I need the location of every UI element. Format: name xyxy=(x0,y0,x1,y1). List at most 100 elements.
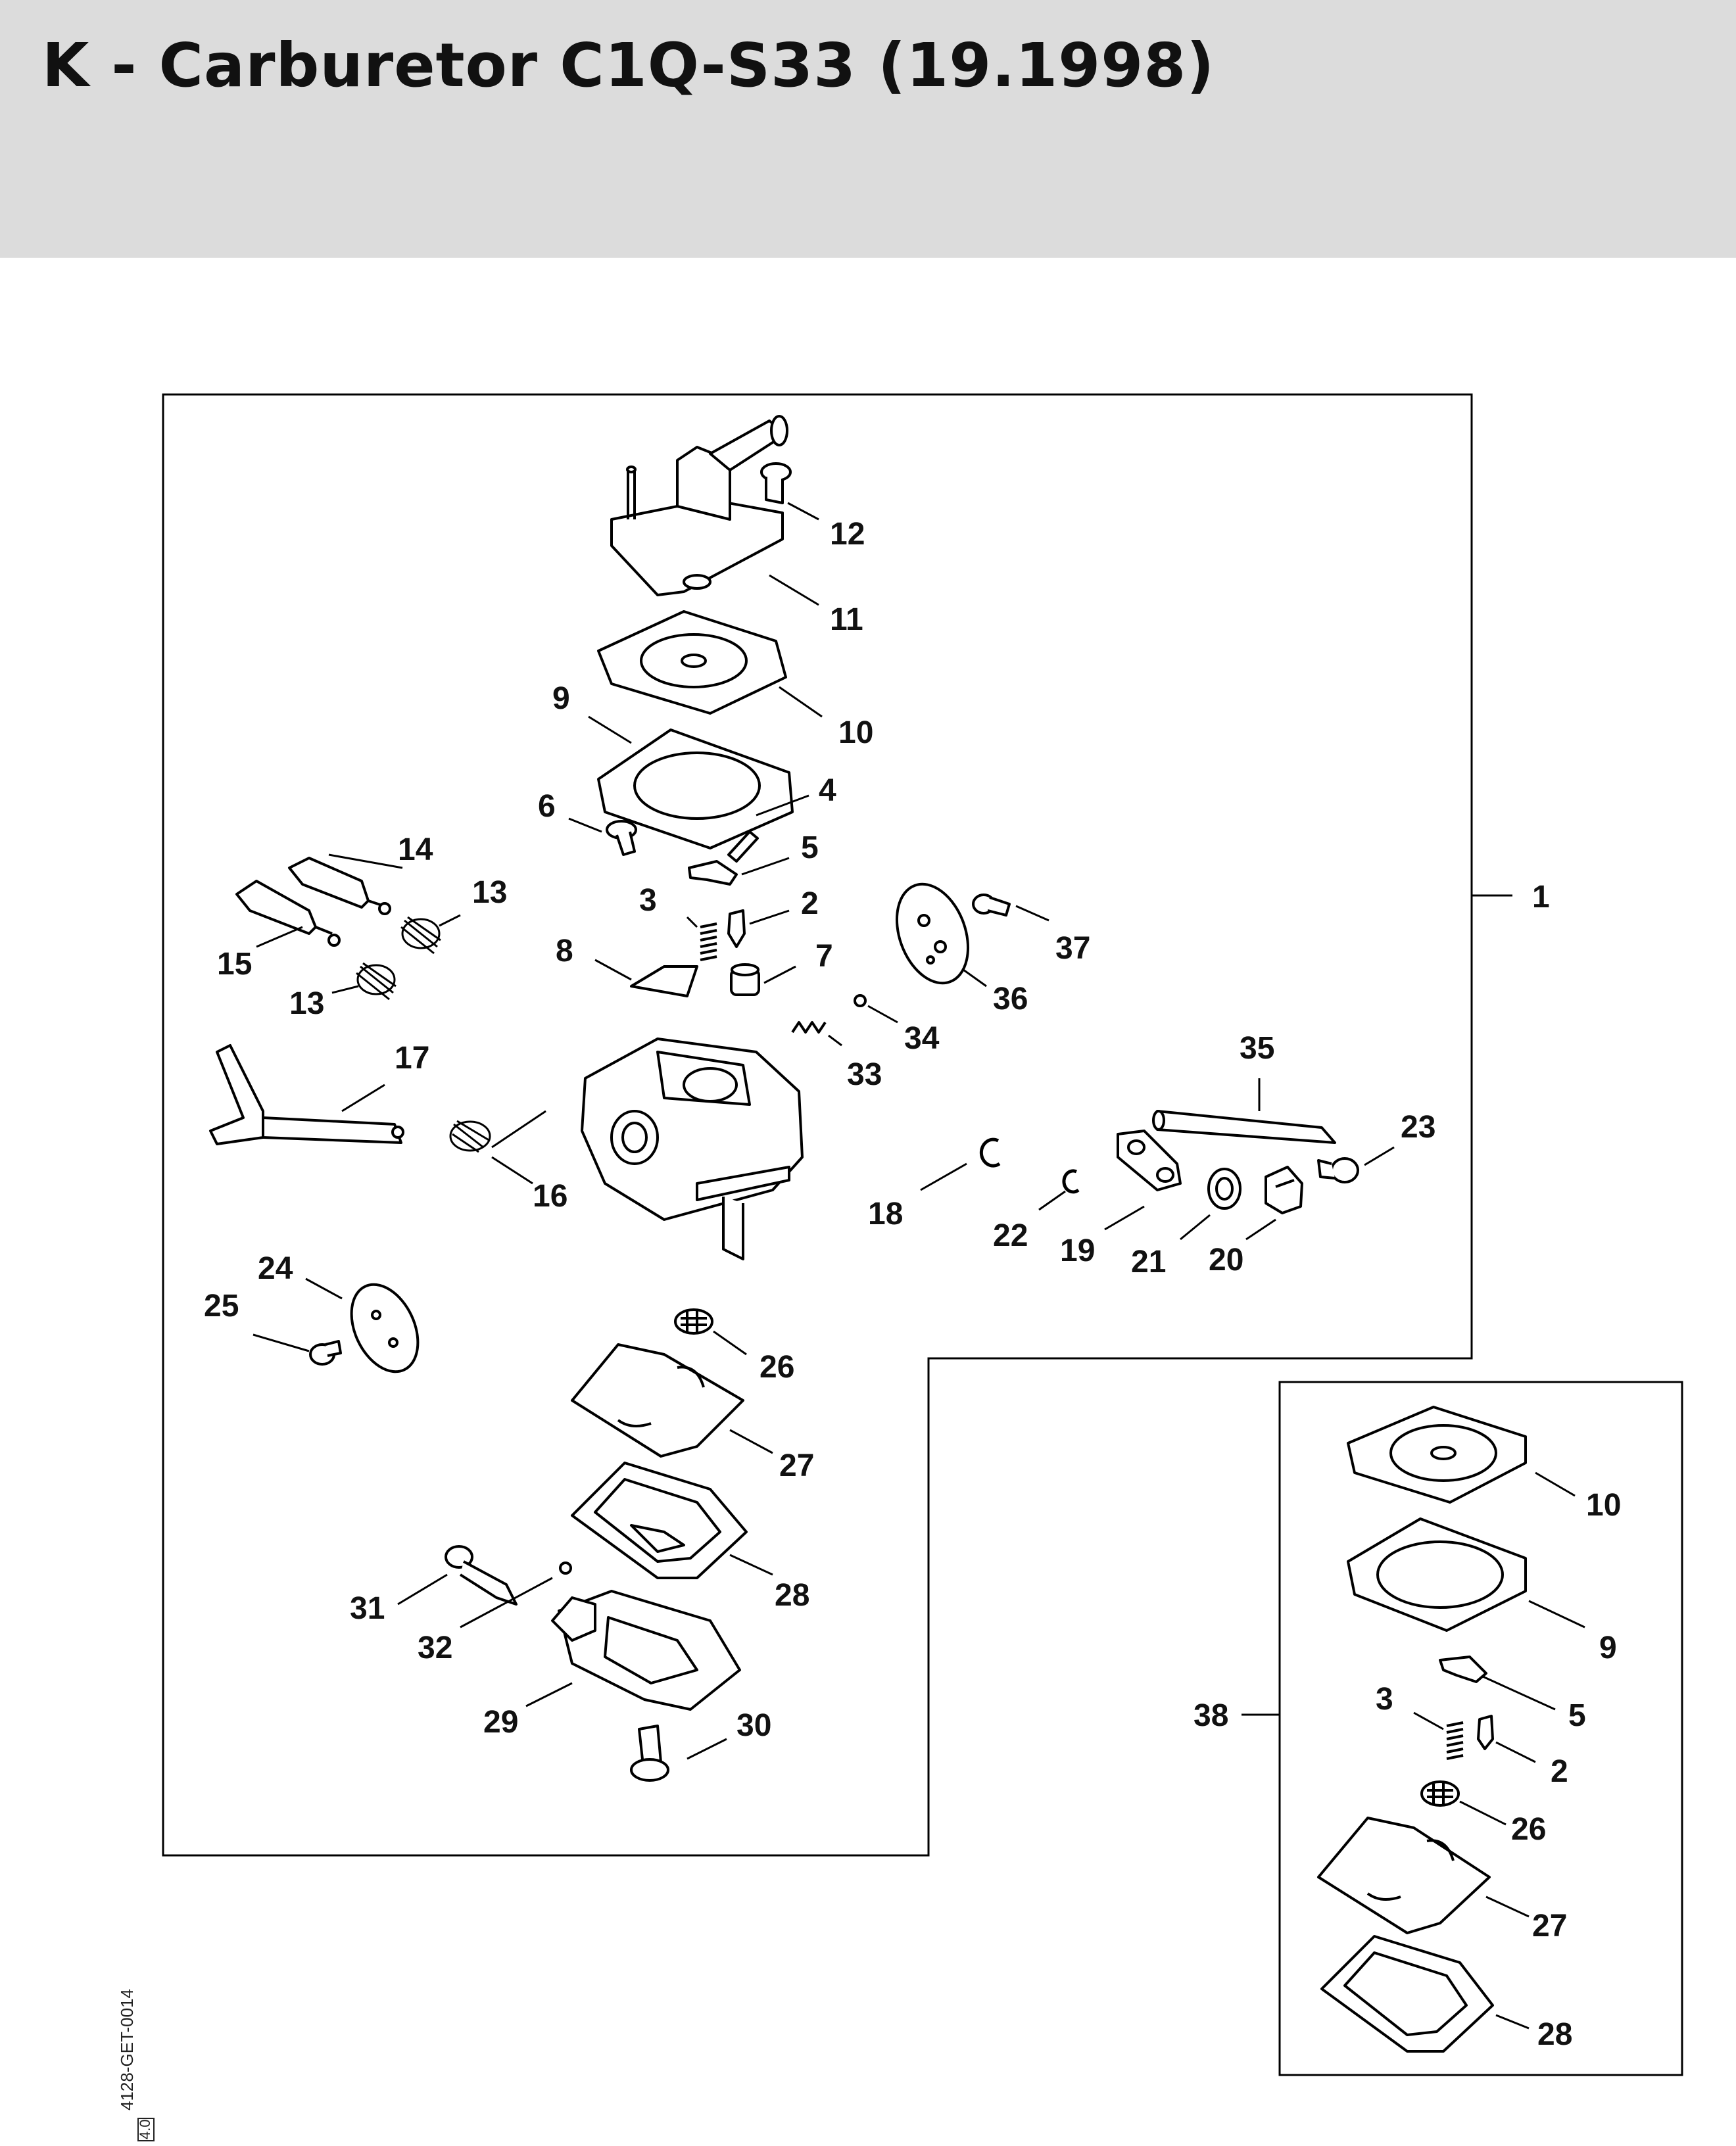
part-15-needle xyxy=(235,880,341,947)
part-17-lever xyxy=(209,1044,404,1145)
callout-7: 7 xyxy=(815,939,833,974)
part-10-diaphragm xyxy=(597,610,787,715)
reference-version: 4.0 xyxy=(137,2119,153,2139)
callout-6: 6 xyxy=(538,789,556,824)
callout-31: 31 xyxy=(350,1591,385,1626)
part-9-gasket xyxy=(597,728,794,849)
carburetor-body xyxy=(581,1037,804,1260)
reference-code-block: 4128-GET-0014 4.0 xyxy=(117,1989,155,2141)
header-band xyxy=(0,0,1736,258)
callout-30: 30 xyxy=(736,1708,771,1743)
callout-28: 28 xyxy=(775,1578,809,1613)
reference-code: 4128-GET-0014 xyxy=(117,1989,137,2110)
kit-frame xyxy=(1278,1381,1683,2076)
callout-37: 37 xyxy=(1055,931,1090,966)
callout-1: 1 xyxy=(1532,880,1550,915)
part-31-screw xyxy=(445,1545,518,1606)
callout-21: 21 xyxy=(1131,1245,1166,1279)
callout-25: 25 xyxy=(204,1289,239,1323)
callout-16: 16 xyxy=(533,1179,567,1214)
part-28-gasket xyxy=(571,1462,748,1579)
callout-19: 19 xyxy=(1060,1233,1095,1268)
callout-11: 11 xyxy=(830,602,863,637)
part-7-cap xyxy=(730,963,760,996)
part-11-cover xyxy=(610,415,788,596)
part-27-gasket xyxy=(571,1343,744,1458)
kit-part-3-spring xyxy=(1446,1721,1464,1760)
callout-33: 33 xyxy=(847,1057,882,1092)
kit-part-27-gasket xyxy=(1317,1817,1491,1934)
callout-27: 27 xyxy=(779,1448,814,1483)
kit-part-26-filter xyxy=(1420,1780,1460,1807)
part-24-disc xyxy=(350,1283,420,1373)
callout-26: 26 xyxy=(760,1350,794,1385)
part-5-lever xyxy=(688,860,738,886)
callout-10: 10 xyxy=(838,715,873,750)
part-18-clip xyxy=(979,1137,1001,1168)
kit-callout-9: 9 xyxy=(1599,1631,1617,1665)
part-12-screw xyxy=(760,462,792,504)
part-32-ball xyxy=(559,1562,572,1575)
main-frame xyxy=(162,393,1473,1857)
part-34-ball xyxy=(854,994,867,1007)
kit-callout-28: 28 xyxy=(1537,2017,1572,2052)
callout-5: 5 xyxy=(801,830,819,865)
callout-17: 17 xyxy=(395,1041,429,1076)
part-22-clip xyxy=(1062,1169,1080,1194)
callout-35: 35 xyxy=(1240,1031,1274,1066)
leader-lines xyxy=(253,502,1585,2030)
callout-8: 8 xyxy=(556,934,573,968)
callout-12: 12 xyxy=(830,517,865,552)
part-13-spring-a xyxy=(400,916,441,955)
callout-22: 22 xyxy=(993,1218,1028,1253)
part-33-spring xyxy=(791,1021,827,1034)
kit-callout-2: 2 xyxy=(1551,1754,1568,1789)
callout-38: 38 xyxy=(1194,1698,1228,1733)
callout-32: 32 xyxy=(418,1631,452,1665)
kit-callout-3: 3 xyxy=(1376,1682,1393,1717)
callout-labels: 12 11 10 9 4 6 5 14 13 3 2 15 13 8 7 37 … xyxy=(204,517,1621,2052)
callout-18: 18 xyxy=(868,1197,903,1231)
part-19-plate xyxy=(1117,1130,1182,1191)
part-16-spring xyxy=(449,1120,491,1153)
callout-4: 4 xyxy=(819,773,836,808)
part-30-screw xyxy=(630,1725,669,1782)
callout-23: 23 xyxy=(1401,1110,1435,1145)
kit-part-28-gasket xyxy=(1320,1935,1494,2053)
kit-callout-10: 10 xyxy=(1586,1488,1621,1523)
part-2-needle xyxy=(727,909,746,948)
part-8-valve xyxy=(630,965,698,997)
part-37-screw xyxy=(972,894,1011,917)
part-3-spring xyxy=(700,922,717,961)
callout-15: 15 xyxy=(217,947,252,982)
part-6-screw xyxy=(606,820,637,856)
callout-29: 29 xyxy=(483,1705,518,1740)
part-29-cover xyxy=(551,1590,741,1711)
callout-2: 2 xyxy=(801,886,819,921)
part-21-washer xyxy=(1207,1168,1242,1210)
kit-callout-26: 26 xyxy=(1511,1812,1546,1847)
part-23-screw xyxy=(1317,1157,1359,1183)
part-25-screw xyxy=(309,1340,342,1366)
callout-34: 34 xyxy=(904,1021,940,1056)
callout-13a: 13 xyxy=(472,875,507,910)
callout-14: 14 xyxy=(398,832,433,867)
part-4-pin xyxy=(727,830,759,863)
part-35-shaft xyxy=(1152,1110,1336,1144)
callout-20: 20 xyxy=(1209,1243,1243,1277)
part-20-knob xyxy=(1265,1166,1303,1214)
part-14-needle xyxy=(288,857,391,915)
kit-part-10-diaphragm xyxy=(1347,1406,1527,1504)
kit-part-2-needle xyxy=(1477,1715,1494,1750)
kit-part-5-lever xyxy=(1439,1656,1487,1683)
part-13-spring-b xyxy=(356,962,397,1001)
part-26-filter xyxy=(674,1308,713,1335)
callout-36: 36 xyxy=(993,982,1028,1016)
callout-3: 3 xyxy=(639,883,657,918)
callout-24: 24 xyxy=(258,1251,293,1286)
callout-13b: 13 xyxy=(289,986,324,1021)
callout-9: 9 xyxy=(552,681,570,716)
parts xyxy=(209,415,1527,2053)
frame-lines xyxy=(162,393,1683,2076)
